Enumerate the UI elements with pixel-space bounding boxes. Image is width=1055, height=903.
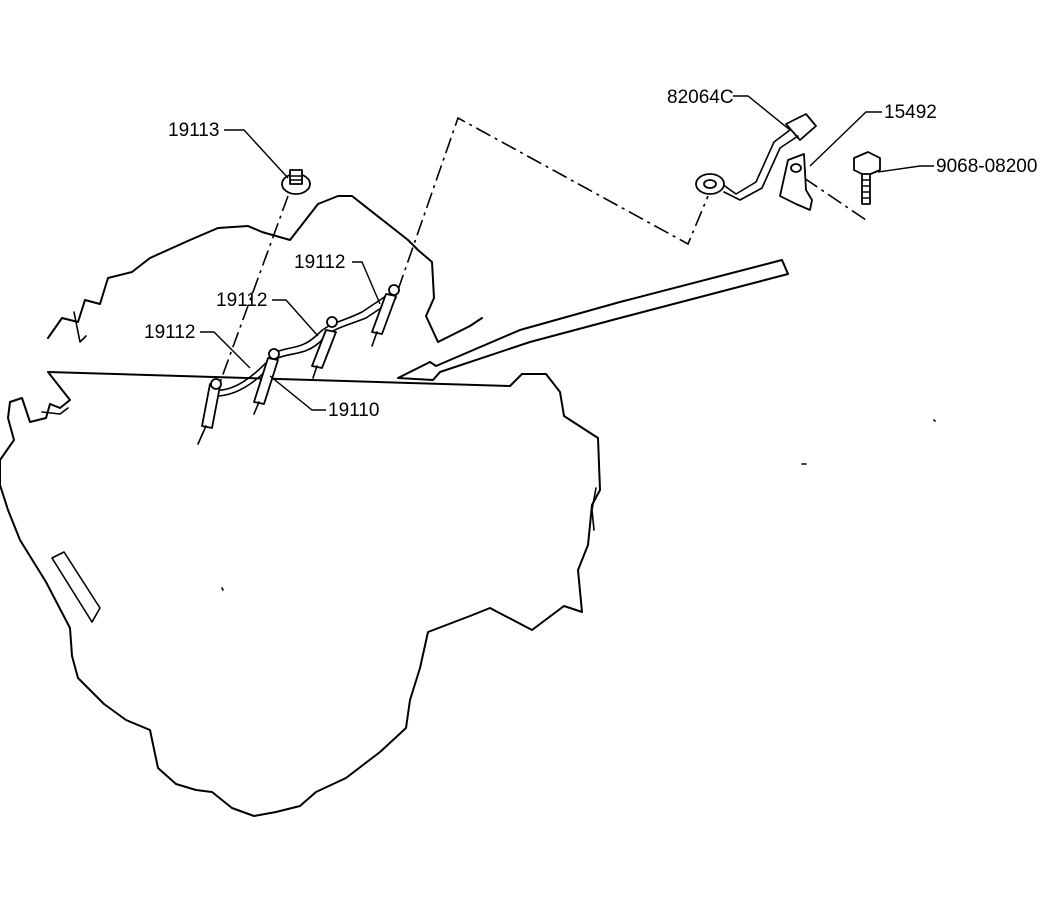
assembly-lines bbox=[217, 116, 867, 389]
harness-clamp-part bbox=[695, 113, 817, 201]
bolt-part bbox=[853, 151, 881, 205]
label-bolt: 9068-08200 bbox=[936, 156, 1037, 177]
direction-arrow bbox=[397, 259, 789, 381]
leader-lines bbox=[200, 95, 934, 411]
label-glow-plug: 19110 bbox=[328, 400, 379, 421]
label-bracket: 15492 bbox=[884, 102, 937, 123]
label-nut: 19113 bbox=[168, 120, 219, 141]
label-harness-clamp: 82064C bbox=[667, 87, 734, 108]
glow-plug-3 bbox=[311, 316, 338, 379]
part-labels: 82064C 15492 9068-08200 19113 19112 1911… bbox=[144, 87, 1037, 421]
label-plug-wire-rear: 19112 bbox=[294, 252, 345, 273]
bracket-part bbox=[779, 153, 813, 211]
glow-plug-2 bbox=[253, 348, 280, 415]
glow-plug-1 bbox=[197, 378, 222, 445]
engine-block-outline bbox=[0, 195, 601, 817]
glow-plug-group bbox=[197, 284, 400, 445]
glow-plug-4 bbox=[371, 284, 400, 347]
nut-part bbox=[281, 169, 311, 195]
label-plug-wire-mid: 19112 bbox=[216, 290, 267, 311]
scan-marks bbox=[801, 419, 936, 465]
label-plug-wire-front: 19112 bbox=[144, 322, 195, 343]
